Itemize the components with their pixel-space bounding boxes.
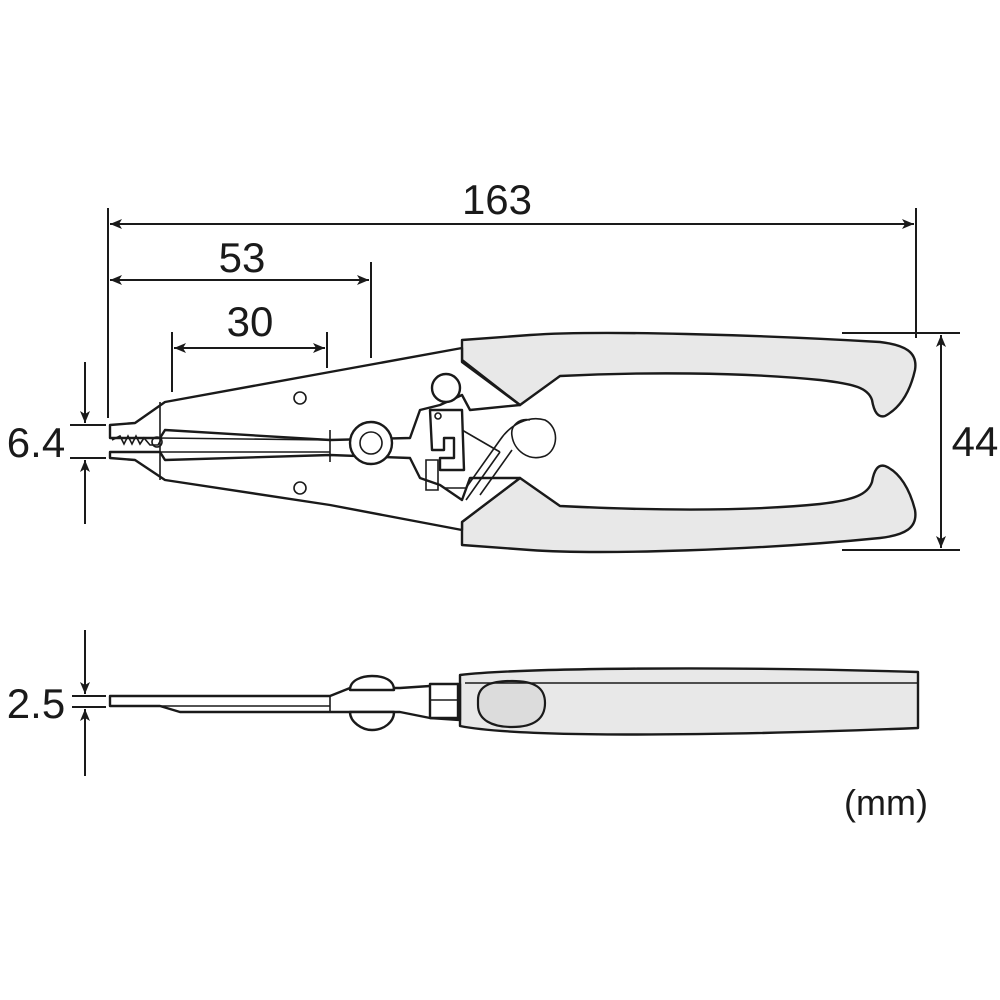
pivot-outer <box>348 420 394 466</box>
jaw-line-upper <box>159 437 331 441</box>
lower-metal-body <box>108 450 522 532</box>
upper-bolt <box>430 372 462 404</box>
lock-latch <box>428 408 466 472</box>
upper-metal-body <box>108 346 522 442</box>
side-lock-block <box>428 682 460 720</box>
unit-label: (mm) <box>844 782 928 823</box>
top-view <box>108 331 917 554</box>
lock-latch-hole <box>434 412 442 420</box>
lower-handle-grip <box>460 464 917 554</box>
lower-small-hole <box>293 481 307 495</box>
spring-wire <box>444 418 557 489</box>
side-handle-recess <box>476 679 547 729</box>
side-blade <box>108 682 462 722</box>
upper-handle-grip <box>460 331 917 418</box>
dim-label-30: 30 <box>227 298 274 345</box>
spring-arm <box>461 429 501 453</box>
dim-label-25: 2.5 <box>7 680 65 727</box>
dim-label-44: 44 <box>952 418 999 465</box>
side-view <box>108 667 920 736</box>
dim-label-64: 6.4 <box>7 419 65 466</box>
side-pivot-top <box>348 674 396 692</box>
pivot-inner <box>359 431 383 455</box>
spring-wire-2 <box>465 449 513 501</box>
side-handle <box>458 667 920 736</box>
upper-small-hole <box>293 391 307 405</box>
dim-label-53: 53 <box>219 234 266 281</box>
lock-slot <box>425 459 439 491</box>
dimension-lines: 163 53 30 44 6.4 2.5 <box>7 176 999 776</box>
side-pivot-bottom <box>348 710 396 732</box>
dim-label-163: 163 <box>462 176 532 223</box>
tip-hole <box>151 436 163 448</box>
